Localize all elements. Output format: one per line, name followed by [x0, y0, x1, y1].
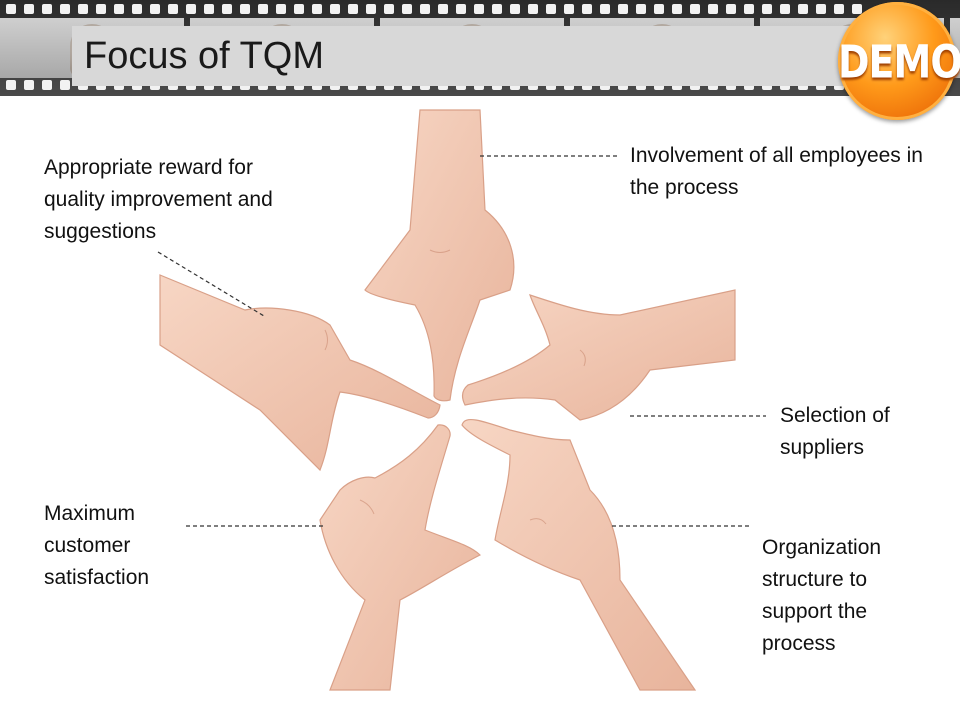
hand-bottom-left: [319, 424, 482, 691]
hand-top: [364, 109, 515, 402]
hand-right: [462, 289, 736, 421]
film-frame: [950, 18, 960, 78]
title-bar: [72, 26, 862, 86]
film-perforations-top: [0, 4, 960, 16]
leader-reward: [157, 251, 265, 317]
hand-bottom-right: [461, 418, 697, 691]
label-involvement: Involvement of all employees in the proc…: [630, 144, 923, 199]
hands-star-illustration: [159, 109, 736, 691]
label-satisfaction: Maximum customer satisfaction: [44, 502, 150, 589]
demo-badge: DEMO: [838, 2, 960, 120]
slide-title: Focus of TQM: [84, 35, 325, 77]
label-organization: Organization structure to support the pr…: [762, 536, 882, 655]
label-suppliers: Selection of suppliers: [780, 404, 890, 459]
demo-badge-label: DEMO: [838, 35, 960, 89]
hand-left: [159, 274, 441, 472]
label-reward: Appropriate reward for quality improveme…: [44, 156, 273, 243]
